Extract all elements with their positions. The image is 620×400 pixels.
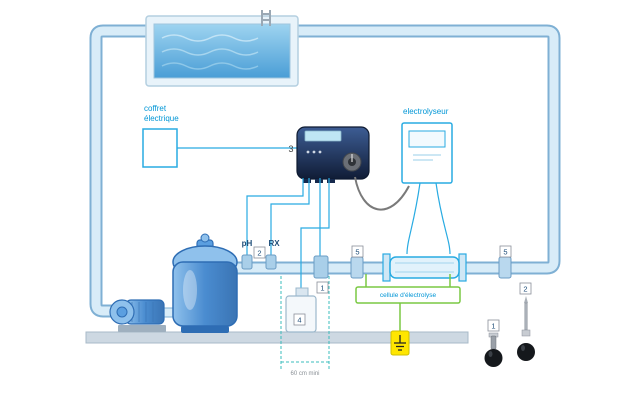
electrolysis-cell	[382, 253, 467, 282]
svg-text:5: 5	[503, 248, 507, 257]
rx-wire	[270, 178, 310, 255]
electrolyseur-display	[408, 130, 446, 148]
union-fitting-right	[498, 256, 512, 279]
device-cable	[354, 176, 410, 211]
svg-text:1: 1	[320, 284, 324, 293]
pump	[109, 299, 166, 332]
legend-probe-2: 2	[517, 282, 535, 361]
union-fitting-left	[350, 256, 364, 279]
ph-label: pH	[242, 239, 253, 248]
svg-text:2: 2	[523, 285, 527, 294]
injection-fitting	[313, 255, 329, 279]
device-wires	[246, 176, 451, 294]
coffret-box	[142, 128, 178, 168]
svg-text:4: 4	[297, 316, 301, 325]
svg-text:2: 2	[257, 249, 261, 258]
electrolyseur-label: electrolyseur	[403, 107, 449, 116]
cell-label: cellule d'électrolyse	[380, 292, 437, 299]
svg-text:5: 5	[355, 248, 359, 257]
marker-1: 1	[316, 281, 329, 294]
control-device	[296, 126, 370, 183]
marker-2: 2	[253, 246, 266, 259]
pool	[145, 10, 299, 87]
rx-probe	[265, 254, 277, 270]
device-display	[304, 130, 342, 142]
distance-label: 60 cm mini	[290, 371, 319, 377]
cell-wiring: cellule d'électrolyse	[355, 274, 461, 331]
coffret-electrique: coffret électrique	[142, 104, 297, 168]
ph-wire	[246, 178, 304, 255]
distance-guides: 60 cm mini	[280, 276, 330, 377]
rx-label: RX	[268, 239, 280, 248]
marker-5-left: 5	[351, 245, 364, 258]
svg-text:1: 1	[491, 322, 495, 331]
pipe-loop	[89, 24, 561, 318]
cell-label-box	[355, 286, 461, 304]
ground-symbol	[390, 330, 410, 356]
canister-tube	[300, 178, 330, 294]
cell-wire-right	[435, 182, 451, 255]
marker-4: 4	[293, 313, 306, 326]
pool-ladder	[261, 10, 271, 26]
pool-water	[153, 23, 291, 79]
coffret-label-line1: coffret	[144, 104, 167, 113]
electrolyseur: electrolyseur	[401, 107, 453, 184]
sand-filter	[172, 233, 238, 333]
ph-probe	[241, 254, 253, 270]
marker-5-right: 5	[499, 245, 512, 258]
coffret-label-line2: électrique	[144, 114, 179, 123]
legend-probe-1: 1	[484, 319, 503, 367]
cell-wire-left	[406, 182, 421, 255]
platform	[85, 331, 469, 344]
marker-3: 3	[288, 144, 293, 154]
